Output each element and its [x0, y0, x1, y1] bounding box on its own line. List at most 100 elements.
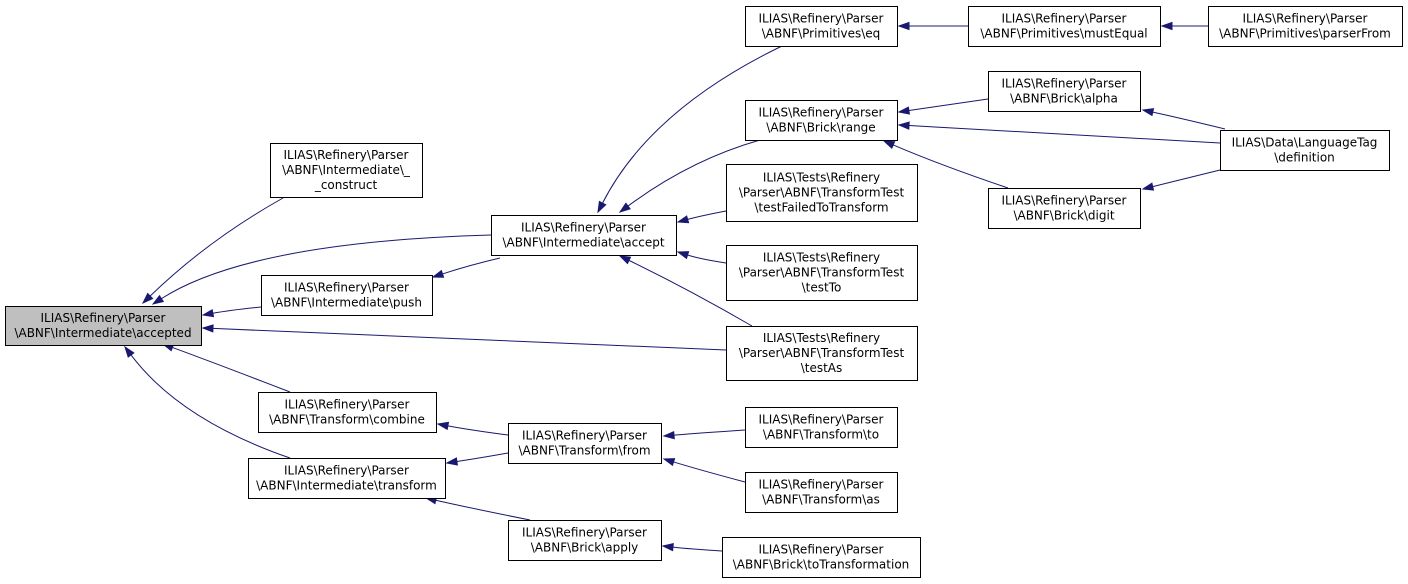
node-label-line: ILIAS\Data\LanguageTag: [1232, 136, 1378, 150]
node-push[interactable]: ILIAS\Refinery\Parser\ABNF\Intermediate\…: [261, 275, 433, 316]
node-label-line: ILIAS\Refinery\Parser: [285, 398, 410, 412]
node-label-line: \definition: [1274, 151, 1335, 165]
edge-push-to-accepted: [201, 306, 262, 318]
edge-apply-to-transform: [424, 496, 531, 521]
node-box: [745, 407, 898, 448]
node-to[interactable]: ILIAS\Refinery\Parser\ABNF\Transform\to: [745, 407, 898, 448]
arrowhead: [436, 421, 450, 431]
arrowhead: [124, 345, 135, 358]
node-label-line: ILIAS\Refinery\Parser: [759, 413, 884, 427]
arrowhead: [1141, 108, 1155, 117]
edge-line: [447, 425, 509, 436]
node-label-line: \ABNF\Transform\as: [762, 493, 880, 507]
node-transform[interactable]: ILIAS\Refinery\Parser\ABNF\Intermediate\…: [248, 458, 446, 499]
node-box: [726, 326, 918, 381]
edge-testTo-to-accept: [676, 251, 727, 264]
node-label-line: ILIAS\Tests\Refinery: [763, 331, 880, 345]
node-label-line: ILIAS\Refinery\Parser: [284, 464, 409, 478]
node-box: [258, 392, 437, 433]
node-box: [508, 423, 662, 464]
node-accept[interactable]: ILIAS\Refinery\Parser\ABNF\Intermediate\…: [491, 215, 677, 256]
node-label-line: \ABNF\Intermediate\transform: [256, 479, 437, 493]
node-label-line: \testFailedToTransform: [754, 201, 888, 215]
node-label-line: \ABNF\Brick\alpha: [1010, 92, 1118, 106]
edge-testAs-to-accepted: [201, 324, 727, 351]
node-accepted[interactable]: ILIAS\Refinery\Parser\ABNF\Intermediate\…: [5, 306, 202, 346]
node-as[interactable]: ILIAS\Refinery\Parser\ABNF\Transform\as: [745, 472, 898, 513]
edge-digit-to-range: [882, 140, 1009, 189]
node-mustEqual[interactable]: ILIAS\Refinery\Parser\ABNF\Primitives\mu…: [968, 6, 1161, 47]
edge-line: [673, 429, 746, 436]
edge-transform-to-accepted: [124, 345, 291, 459]
node-parserFrom[interactable]: ILIAS\Refinery\Parser\ABNF\Primitives\pa…: [1208, 6, 1403, 47]
arrowhead: [1160, 21, 1173, 31]
node-alpha[interactable]: ILIAS\Refinery\Parser\ABNF\Brick\alpha: [988, 71, 1141, 112]
arrowhead: [151, 294, 165, 305]
edge-testAs-to-accept: [618, 255, 753, 327]
node-toTransformation[interactable]: ILIAS\Refinery\Parser\ABNF\Brick\toTrans…: [722, 537, 921, 578]
node-label-line: ILIAS\Refinery\Parser: [1002, 194, 1127, 208]
node-label-line: ILIAS\Refinery\Parser: [759, 12, 884, 26]
edge-eq-to-accept: [597, 45, 783, 214]
node-box: [726, 245, 918, 301]
node-label-line: ILIAS\Refinery\Parser: [522, 429, 647, 443]
node-apply[interactable]: ILIAS\Refinery\Parser\ABNF\Brick\apply: [508, 520, 662, 561]
node-digit[interactable]: ILIAS\Refinery\Parser\ABNF\Brick\digit: [988, 188, 1141, 229]
node-box: [1220, 130, 1390, 171]
edge-alpha-to-range: [897, 98, 989, 115]
node-testTo[interactable]: ILIAS\Tests\Refinery\Parser\ABNF\Transfo…: [726, 245, 918, 301]
node-from[interactable]: ILIAS\Refinery\Parser\ABNF\Transform\fro…: [508, 423, 662, 464]
edge-parserFrom-to-mustEqual: [1160, 21, 1208, 31]
arrowhead: [445, 457, 458, 466]
edge-line: [673, 461, 746, 483]
edge-testFailed-to-accept: [676, 210, 727, 224]
node-label-line: \testTo: [802, 281, 842, 295]
node-box: [722, 537, 921, 578]
edge-line: [908, 125, 1221, 144]
edge-toTransformation-to-apply: [661, 542, 723, 552]
node-label-line: \ABNF\Brick\digit: [1013, 209, 1114, 223]
node-box: [491, 215, 677, 256]
node-label-line: ILIAS\Refinery\Parser: [1243, 12, 1368, 26]
edge-definition-to-digit: [1141, 169, 1221, 191]
node-testFailed[interactable]: ILIAS\Tests\Refinery\Parser\ABNF\Transfo…: [726, 164, 918, 222]
edge-as-to-from: [662, 458, 746, 483]
node-eq[interactable]: ILIAS\Refinery\Parser\ABNF\Primitives\eq: [745, 6, 898, 47]
node-label-line: \ABNF\Brick\range: [766, 121, 875, 135]
node-construct[interactable]: ILIAS\Refinery\Parser\ABNF\Intermediate\…: [270, 143, 423, 198]
node-label-line: ILIAS\Refinery\Parser: [759, 478, 884, 492]
node-label-line: \testAs: [801, 361, 843, 375]
arrowhead: [897, 21, 910, 31]
edge-line: [908, 98, 989, 112]
arrowhead: [618, 255, 632, 265]
edge-line: [435, 499, 531, 521]
node-box: [745, 6, 898, 47]
node-label-line: ILIAS\Tests\Refinery: [763, 251, 880, 265]
edge-line: [212, 306, 262, 314]
node-testAs[interactable]: ILIAS\Tests\Refinery\Parser\ABNF\Transfo…: [726, 326, 918, 381]
edge-line: [602, 45, 783, 204]
edge-line: [149, 197, 284, 297]
node-box: [508, 520, 662, 561]
node-label-line: ILIAS\Refinery\Parser: [759, 543, 884, 557]
node-definition[interactable]: ILIAS\Data\LanguageTag\definition: [1220, 130, 1390, 171]
node-range[interactable]: ILIAS\Refinery\Parser\ABNF\Brick\range: [745, 100, 898, 141]
arrowhead: [141, 292, 154, 305]
arrowhead: [597, 200, 607, 214]
node-label-line: \ABNF\Intermediate\accept: [502, 236, 664, 250]
arrowhead: [618, 202, 631, 213]
arrowhead: [882, 140, 896, 150]
node-combine[interactable]: ILIAS\Refinery\Parser\ABNF\Transform\com…: [258, 392, 437, 433]
edge-accept-to-push: [431, 257, 501, 278]
edge-line: [456, 452, 509, 462]
node-box: [270, 143, 423, 198]
edge-line: [442, 257, 501, 275]
edge-line: [628, 259, 753, 327]
node-label-line: ILIAS\Refinery\Parser: [1002, 77, 1127, 91]
edge-line: [161, 234, 492, 300]
node-label-line: \ABNF\Primitives\parserFrom: [1219, 27, 1391, 41]
edge-line: [627, 139, 761, 207]
node-box: [1208, 6, 1403, 47]
edges: [124, 21, 1226, 552]
